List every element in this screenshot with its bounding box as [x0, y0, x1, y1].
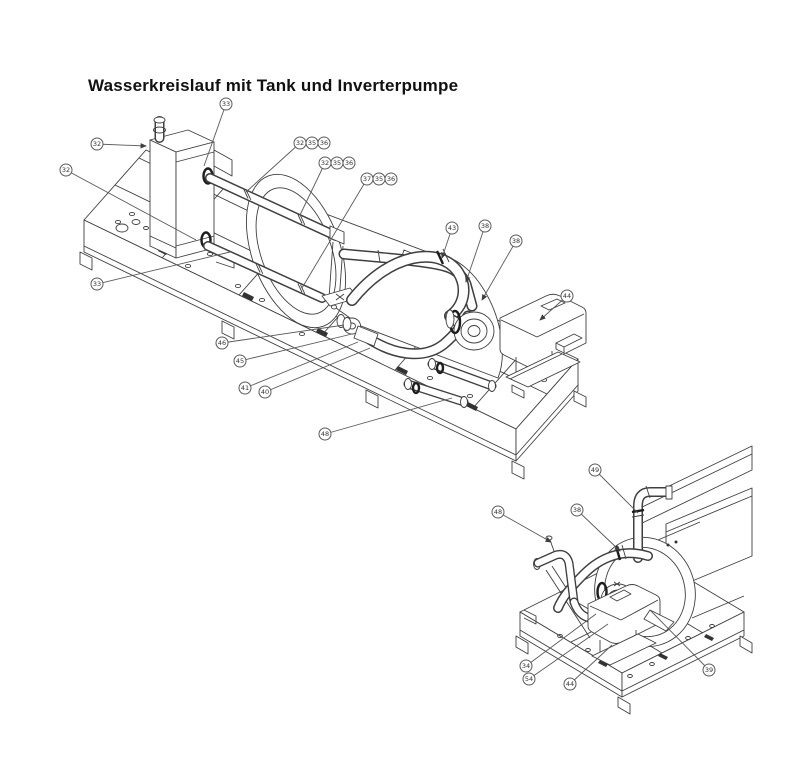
pump-motor	[499, 293, 587, 369]
svg-text:49: 49	[591, 466, 599, 474]
callout-45: 45	[233, 333, 353, 368]
svg-text:33: 33	[222, 100, 230, 108]
detail-view-drawing: 49 48 38 34 54 44 39	[491, 445, 753, 715]
svg-text:32: 32	[62, 166, 70, 174]
svg-text:46: 46	[218, 339, 226, 347]
callout-33: 33	[203, 97, 233, 167]
callout-35: 35	[305, 136, 319, 150]
callout-36: 36	[342, 156, 356, 170]
svg-text:44: 44	[566, 680, 574, 688]
svg-text:32: 32	[296, 139, 304, 147]
callout-34: 34	[519, 613, 597, 673]
svg-text:35: 35	[308, 139, 316, 147]
svg-text:43: 43	[448, 224, 456, 232]
svg-text:38: 38	[573, 506, 581, 514]
callout-44: 44	[563, 644, 613, 691]
main-assembly-drawing: 33 32 32 33 32 35 36 32 35 36 37 35 36 43 38 38 44 46 45 41…	[59, 97, 587, 480]
svg-text:35: 35	[375, 175, 383, 183]
callout-36: 36	[317, 136, 331, 150]
callout-37: 37	[301, 172, 374, 289]
pump-assembly	[445, 293, 587, 399]
callout-48: 48	[491, 505, 552, 543]
svg-text:40: 40	[261, 388, 269, 396]
valve-assembly	[331, 304, 379, 347]
callout-43: 43	[441, 221, 459, 259]
svg-text:33: 33	[93, 280, 101, 288]
detail-inverter-pump	[587, 581, 675, 666]
callout-32: 32	[245, 136, 307, 193]
callout-40: 40	[258, 347, 371, 399]
callout-32: 32	[59, 163, 197, 241]
detail-callouts-layer: 49 48 38 34 54 44 39	[491, 463, 716, 691]
callout-48: 48	[318, 397, 453, 441]
svg-text:32: 32	[321, 159, 329, 167]
main-callouts-layer: 33 32 32 33 32 35 36 32 35 36 37 35 36 43 38 38 44 46 45 41…	[59, 97, 574, 441]
svg-text:38: 38	[481, 222, 489, 230]
svg-text:44: 44	[563, 292, 571, 300]
callout-44: 44	[539, 289, 574, 321]
svg-text:35: 35	[333, 159, 341, 167]
svg-text:36: 36	[320, 139, 328, 147]
callout-36: 36	[384, 172, 398, 186]
svg-text:37: 37	[363, 175, 371, 183]
svg-text:34: 34	[522, 662, 530, 670]
callout-32: 32	[299, 156, 332, 216]
callout-35: 35	[372, 172, 386, 186]
pump-volute	[453, 311, 495, 351]
callout-38: 38	[570, 503, 621, 552]
svg-text:36: 36	[345, 159, 353, 167]
callout-39: 39	[649, 609, 716, 677]
drain-pipes	[403, 358, 497, 408]
callout-35: 35	[330, 156, 344, 170]
water-tank	[245, 173, 503, 379]
callout-54: 54	[522, 623, 609, 686]
svg-text:48: 48	[494, 508, 502, 516]
callout-49: 49	[588, 463, 639, 514]
svg-text:36: 36	[387, 175, 395, 183]
svg-text:39: 39	[705, 666, 713, 674]
svg-text:41: 41	[241, 384, 249, 392]
callout-38: 38	[465, 219, 492, 283]
svg-text:32: 32	[93, 140, 101, 148]
callout-41: 41	[238, 341, 359, 395]
svg-text:54: 54	[525, 675, 533, 683]
pipe-bracket	[321, 225, 359, 307]
svg-text:38: 38	[512, 237, 520, 245]
heat-exchanger	[149, 116, 235, 269]
diagram-title: Wasserkreislauf mit Tank und Inverterpum…	[88, 76, 459, 95]
callout-46: 46	[215, 324, 345, 350]
callout-33: 33	[90, 251, 231, 291]
callout-32: 32	[90, 137, 147, 151]
callout-38: 38	[481, 234, 523, 301]
piping	[203, 173, 497, 408]
svg-text:48: 48	[321, 430, 329, 438]
svg-text:45: 45	[236, 357, 244, 365]
